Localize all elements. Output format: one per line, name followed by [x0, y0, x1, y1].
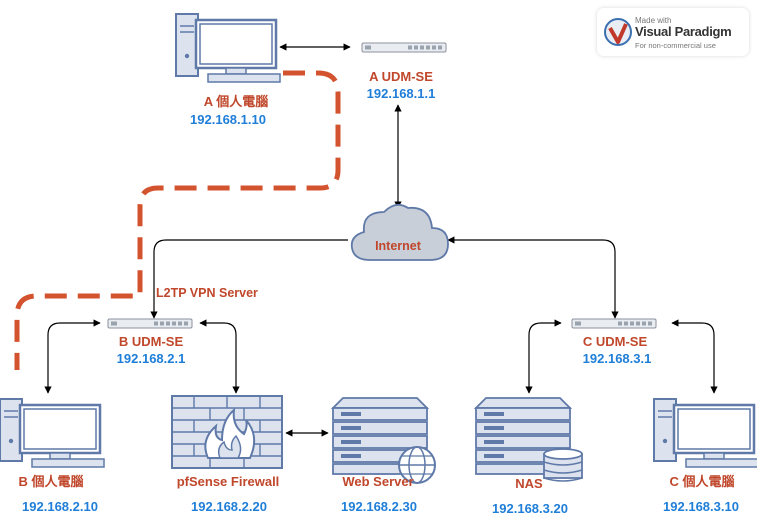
nas-name: NAS	[515, 476, 543, 491]
connections	[44, 43, 718, 437]
a-pc-ip: 192.168.1.10	[190, 112, 266, 127]
c-router-name: C UDM-SE	[583, 334, 648, 349]
b-router-icon	[107, 318, 193, 329]
web-server-ip: 192.168.2.30	[341, 499, 417, 514]
a-pc-name: A 個人電腦	[204, 94, 269, 109]
link-crouter-cpc	[671, 319, 718, 394]
c-pc-name: C 個人電腦	[669, 474, 734, 489]
internet-label: Internet	[375, 239, 422, 253]
link-internet-crouter	[447, 236, 619, 319]
link-brouter-bpc	[44, 319, 101, 394]
c-pc-ip: 192.168.3.10	[663, 499, 739, 514]
b-pc-name: B 個人電腦	[18, 474, 83, 489]
badge-usage: For non-commercial use	[635, 41, 716, 50]
firewall-icon	[171, 395, 283, 469]
visual-paradigm-badge: Made with Visual Paradigm For non-commer…	[597, 8, 749, 56]
b-pc-ip: 192.168.2.10	[22, 499, 98, 514]
link-brouter-firewall	[199, 319, 240, 394]
firewall-ip: 192.168.2.20	[191, 499, 267, 514]
c-pc-icon	[652, 397, 757, 469]
web-server-name: Web Server	[342, 474, 413, 489]
vpn-tunnel-line	[14, 70, 341, 370]
internet-cloud-icon	[350, 203, 449, 261]
b-router-ip: 192.168.2.1	[117, 351, 186, 366]
web-server-icon	[330, 397, 436, 484]
visual-paradigm-logo-icon	[604, 18, 632, 46]
badge-made-with: Made with	[635, 16, 672, 25]
a-pc-icon	[174, 12, 282, 84]
a-router-icon	[361, 42, 447, 53]
link-internet-brouter	[150, 239, 348, 319]
link-crouter-nas	[525, 319, 562, 394]
vpn-server-label: L2TP VPN Server	[156, 286, 258, 300]
nas-ip: 192.168.3.20	[492, 501, 568, 516]
a-router-ip: 192.168.1.1	[367, 86, 436, 101]
badge-brand: Visual Paradigm	[635, 24, 732, 39]
b-router-name: B UDM-SE	[119, 334, 184, 349]
b-pc-icon	[0, 397, 106, 469]
firewall-name: pfSense Firewall	[177, 474, 280, 489]
a-router-name: A UDM-SE	[369, 69, 433, 84]
c-router-icon	[571, 318, 657, 329]
nas-icon	[473, 397, 583, 482]
c-router-ip: 192.168.3.1	[583, 351, 652, 366]
